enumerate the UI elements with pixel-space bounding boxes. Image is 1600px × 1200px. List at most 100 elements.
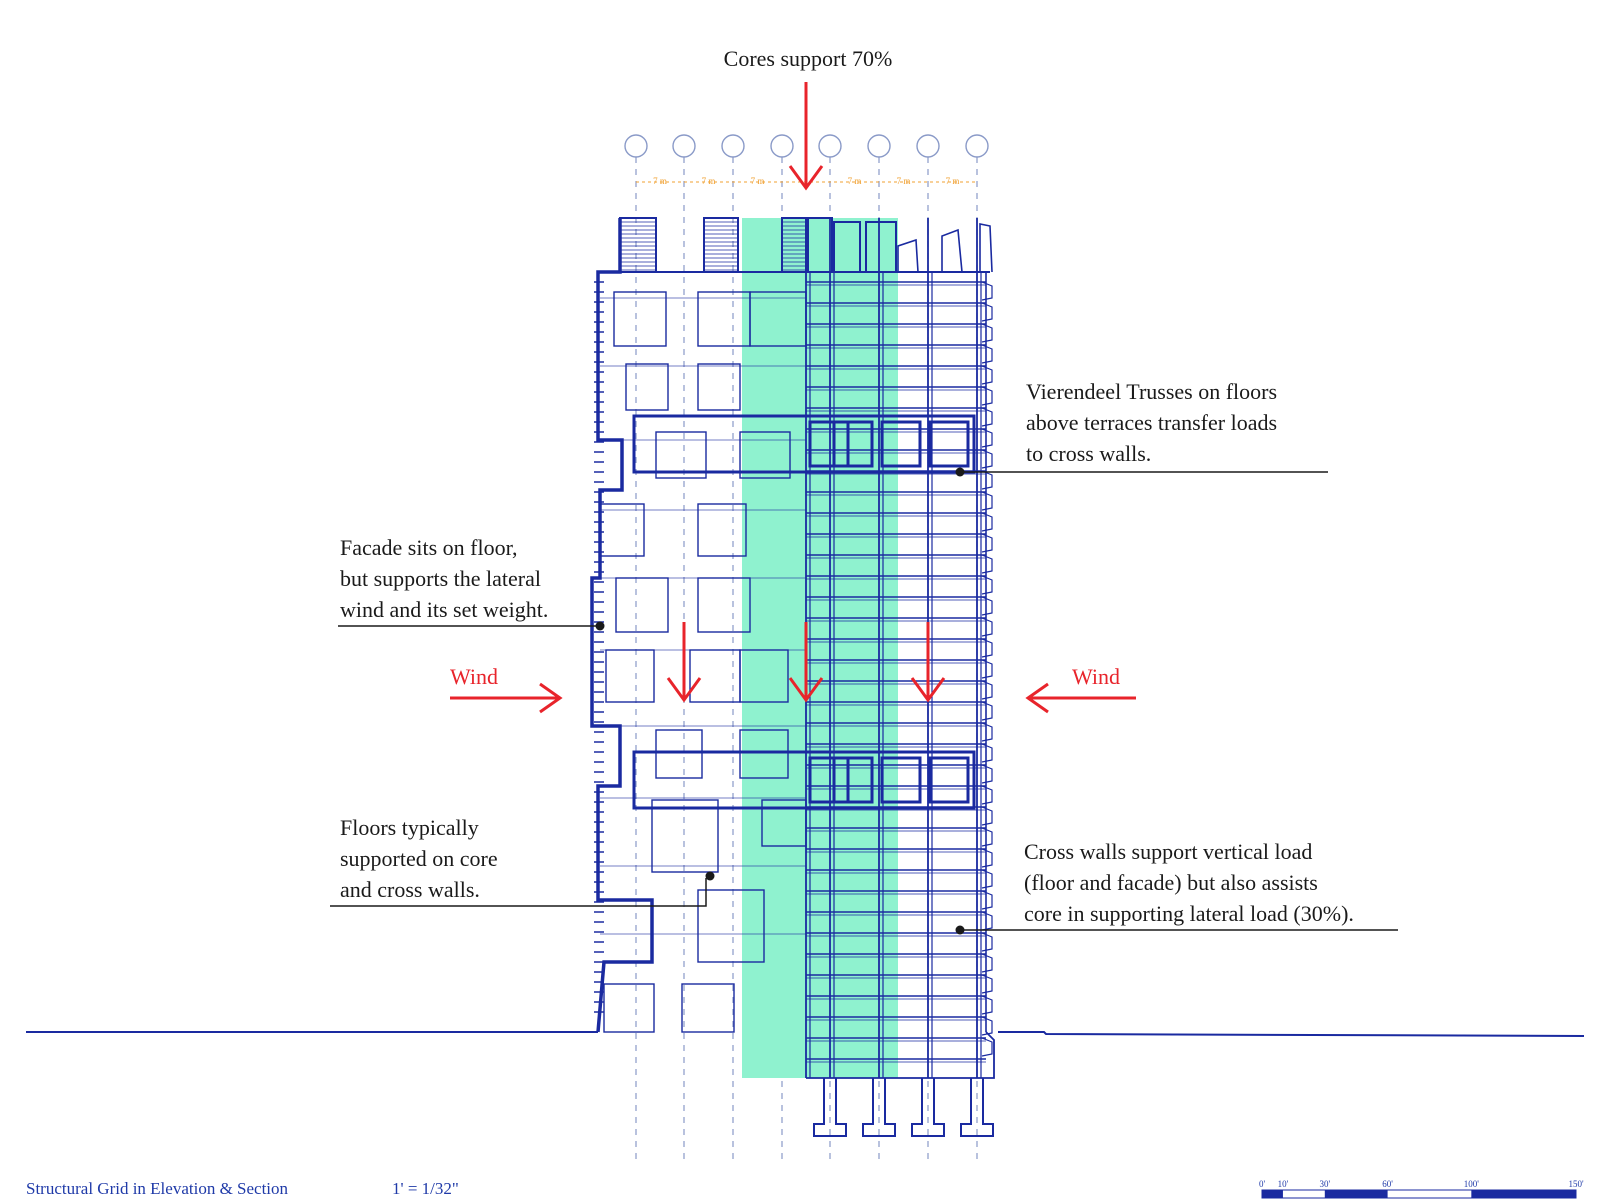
facade-edge <box>981 575 993 595</box>
grid-bubble <box>770 134 794 158</box>
facade-edge <box>981 365 993 385</box>
note-crosswalls: Cross walls support vertical load (floor… <box>1024 839 1354 926</box>
dimension-label: 7 m <box>702 176 716 186</box>
leader-dots <box>595 467 965 935</box>
scale-bar-segment <box>1471 1190 1576 1198</box>
load-arrows <box>450 82 1136 714</box>
facade-edge <box>981 302 993 322</box>
core-zone <box>742 218 898 1078</box>
scale-bar: 0'10'30'60'100'150' <box>1259 1179 1584 1199</box>
building-section <box>590 217 995 1137</box>
scale-bar-tick: 30' <box>1319 1179 1330 1189</box>
facade-edge <box>981 428 993 448</box>
facade-edge <box>981 701 993 721</box>
scale-bar-tick: 60' <box>1382 1179 1393 1189</box>
dimension-label: 7 m <box>848 176 862 186</box>
leader-floors <box>330 878 707 907</box>
dimension-label: 7 m <box>653 176 667 186</box>
footer-caption: Structural Grid in Elevation & Section <box>26 1179 289 1198</box>
note-floors-line-1: Floors typically <box>340 815 479 840</box>
apartment-unit <box>697 889 765 963</box>
facade-edge <box>981 743 993 763</box>
facade-edge <box>981 596 993 616</box>
note-crosswalls-line-3: core in supporting lateral load (30%). <box>1024 901 1354 926</box>
truss-panel <box>928 756 970 804</box>
scale-bar-segment <box>1324 1190 1388 1198</box>
facade-edge <box>981 638 993 658</box>
facade-edge <box>981 1037 993 1057</box>
facade-edge <box>981 827 993 847</box>
dimension-label: 7 m <box>751 176 765 186</box>
grid-bubble <box>965 134 989 158</box>
vertical-load-arrow-1 <box>666 622 702 703</box>
note-facade-line-3: wind and its set weight. <box>340 597 548 622</box>
facade-edge <box>981 806 993 826</box>
facade-edge <box>981 533 993 553</box>
apartment-unit <box>625 363 669 411</box>
truss-panel <box>832 756 874 804</box>
facade-edge <box>981 722 993 742</box>
roof-parapet <box>941 228 963 273</box>
apartment-unit <box>655 729 703 779</box>
facade-edge <box>981 932 993 952</box>
apartment-unit <box>697 577 751 633</box>
grid-bubble <box>867 134 891 158</box>
apartment-unit <box>739 649 789 703</box>
facade-edge <box>981 680 993 700</box>
title-note: Cores support 70% <box>724 46 893 71</box>
facade-edge <box>981 344 993 364</box>
truss-panel <box>832 420 874 468</box>
scale-bar-tick: 0' <box>1259 1179 1266 1189</box>
foundation-pile <box>813 1078 847 1137</box>
apartment-unit <box>603 983 655 1033</box>
grid-bubble <box>721 134 745 158</box>
note-vierendeel: Vierendeel Trusses on floors above terra… <box>1026 379 1283 466</box>
wind-label-right: Wind <box>1072 664 1120 689</box>
facade-edge <box>981 512 993 532</box>
note-facade-line-1: Facade sits on floor, <box>340 535 518 560</box>
facade-edge <box>981 281 993 301</box>
vertical-load-arrow-3 <box>910 622 946 703</box>
grid-axes <box>624 134 989 1162</box>
facade-edge <box>981 785 993 805</box>
footer-scale: 1' = 1/32" <box>392 1179 459 1198</box>
facade-edge <box>981 449 993 469</box>
apartment-unit <box>599 503 645 557</box>
vierendeel-truss <box>632 414 976 474</box>
note-floors: Floors typically supported on core and c… <box>340 815 503 902</box>
note-vierendeel-line-3: to cross walls. <box>1026 441 1151 466</box>
foundation-pile <box>960 1078 994 1137</box>
leader-dot-crosswalls <box>955 925 965 935</box>
apartment-unit <box>681 983 735 1033</box>
facade-edge <box>981 890 993 910</box>
apartment-unit <box>613 291 667 347</box>
note-floors-line-3: and cross walls. <box>340 877 480 902</box>
facade-edge <box>981 869 993 889</box>
note-vierendeel-line-1: Vierendeel Trusses on floors <box>1026 379 1277 404</box>
wind-arrow-right <box>1025 682 1136 714</box>
wind-arrow-left <box>450 682 563 714</box>
apartment-unit <box>697 503 747 557</box>
apartment-unit <box>739 431 791 479</box>
note-facade: Facade sits on floor, but supports the l… <box>340 535 548 622</box>
ground-line <box>26 1031 1585 1037</box>
core-fill-left <box>742 218 806 1078</box>
grid-bubble <box>818 134 842 158</box>
scale-bar-segment <box>1262 1190 1283 1198</box>
vierendeel-truss <box>632 750 976 810</box>
facade-edge <box>981 953 993 973</box>
truss-panel <box>880 420 922 468</box>
note-floors-line-2: supported on core <box>340 846 498 871</box>
leader-dot-facade <box>595 621 605 631</box>
apartment-unit <box>651 799 719 873</box>
apartment-unit <box>605 649 655 703</box>
facade-edge <box>981 407 993 427</box>
leader-dot-vierendeel <box>955 467 965 477</box>
vertical-load-arrow-2 <box>788 622 824 703</box>
facade-edge <box>981 659 993 679</box>
facade-edge <box>981 974 993 994</box>
core-fill-right <box>806 218 898 1078</box>
basement-outline <box>806 1031 995 1079</box>
scale-bar-tick: 100' <box>1464 1179 1480 1189</box>
